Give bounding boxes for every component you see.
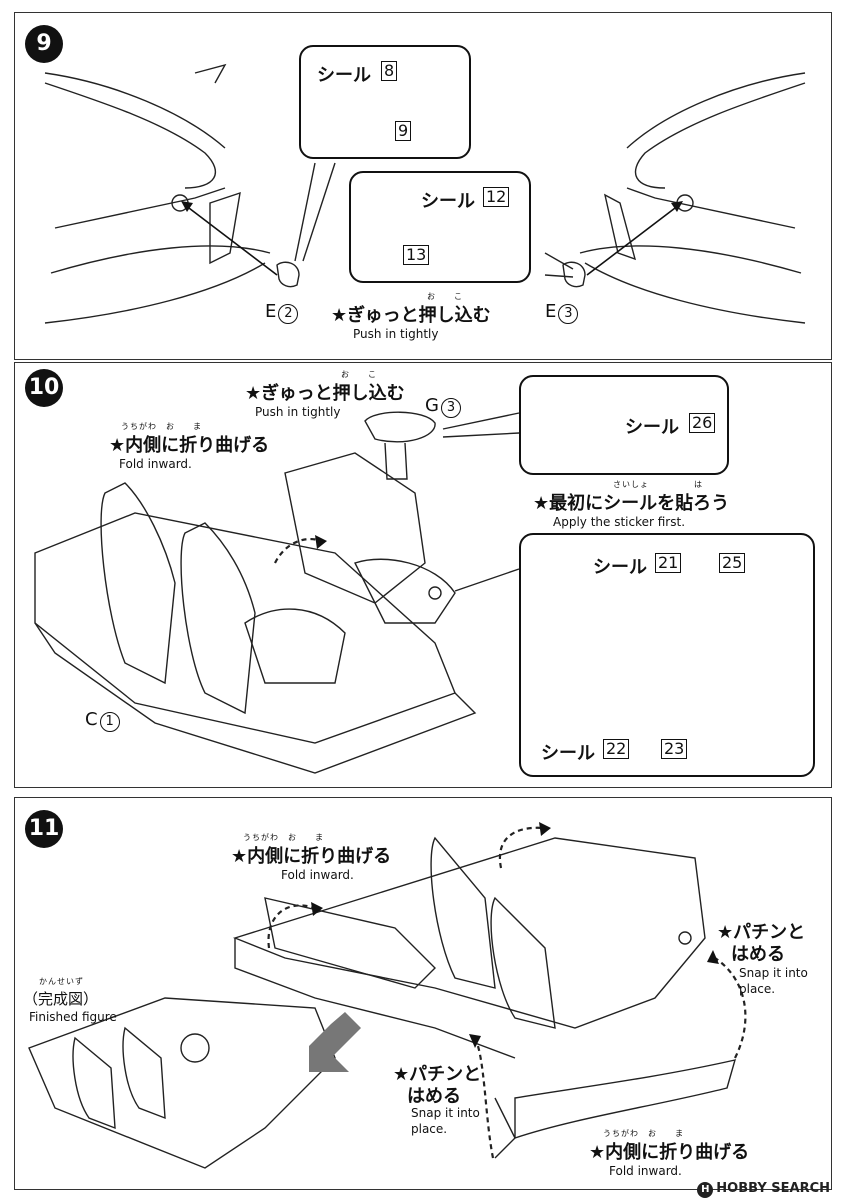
sticker-label: シール (593, 557, 647, 578)
sticker-number-box: 8 (379, 61, 398, 81)
step-number-11: 11 (25, 810, 63, 848)
instruction-jp: ★ぎゅっと押し込む (245, 383, 405, 404)
part-number: 2 (278, 304, 299, 324)
sticker-label: シール (625, 417, 679, 438)
watermark-mark: H (697, 1182, 714, 1198)
part-number: 3 (440, 398, 461, 418)
sticker-number-box: 12 (481, 187, 510, 207)
part-letter: G (425, 395, 439, 416)
part-letter: E (265, 301, 277, 322)
sticker-23: 23 (661, 739, 688, 759)
step-10-panel: 10 お こ ★ぎゅっと押し込む Push in tightly うちがわ お … (14, 362, 832, 788)
sticker-number-box: 23 (659, 739, 688, 759)
instruction-en: place. (411, 1122, 448, 1136)
step-number-9: 9 (25, 25, 63, 63)
sticker-label: シール (317, 65, 371, 86)
instruction-jp: ★内側に折り曲げる (109, 435, 270, 456)
instruction-jp: ★パチンと (717, 922, 806, 943)
furigana: うちがわ お ま (603, 1129, 684, 1138)
step-11-panel: 11 うちがわ お ま ★内側に折り曲げる Fold inward. ★パチンと… (14, 797, 832, 1190)
instruction-en: Fold inward. (609, 1164, 682, 1178)
instruction-jp: ★最初にシールを貼ろう (533, 493, 730, 514)
part-number: 3 (558, 304, 579, 324)
sticker-number-box: 25 (717, 553, 746, 573)
sticker-8: 8 (381, 61, 398, 81)
sticker-12: 12 (483, 187, 510, 207)
part-letter: E (545, 301, 557, 322)
instruction-jp: ★内側に折り曲げる (589, 1142, 750, 1163)
step-11-illustration (28, 822, 747, 1169)
sticker-25: 25 (719, 553, 746, 573)
watermark-text: HOBBY SEARCH (716, 1181, 830, 1196)
sticker-13: 13 (403, 245, 430, 265)
instruction-en: Push in tightly (353, 327, 439, 341)
sticker-number-box: 22 (601, 739, 630, 759)
instruction-en: Snap it into (739, 966, 808, 980)
furigana: うちがわ お ま (121, 422, 202, 431)
part-number: 1 (99, 712, 120, 732)
furigana: かんせいず (39, 977, 84, 986)
sticker-number-box: 26 (687, 413, 716, 433)
furigana: うちがわ お ま (243, 833, 324, 842)
instruction-en: Snap it into (411, 1106, 480, 1120)
part-letter: C (85, 709, 98, 730)
instruction-jp: ★パチンと (393, 1064, 482, 1085)
steering-sticker-callout: シール 26 (519, 375, 729, 475)
instruction-jp: はめる (731, 944, 785, 965)
finished-figure-jp: （完成図） (23, 990, 99, 1008)
sticker-21: 21 (655, 553, 682, 573)
instruction-jp: ★内側に折り曲げる (231, 846, 392, 867)
sticker-26: 26 (689, 413, 716, 433)
sticker-label: シール (541, 743, 595, 764)
sticker-number-box: 21 (653, 553, 682, 573)
furigana: お こ (427, 292, 463, 301)
instruction-en: Push in tightly (255, 405, 341, 419)
instruction-en: Apply the sticker first. (553, 515, 686, 529)
sticker-9: 9 (395, 121, 412, 141)
sticker-label: シール (421, 191, 475, 212)
instruction-en: place. (739, 982, 776, 996)
sticker-number-box: 13 (401, 245, 430, 265)
step-number-10: 10 (25, 369, 63, 407)
sticker-callout-right: シール 12 13 (349, 171, 531, 283)
sticker-number-box: 9 (393, 121, 412, 141)
sticker-22: 22 (603, 739, 630, 759)
instruction-jp: ★ぎゅっと押し込む (331, 305, 491, 326)
instruction-jp: はめる (407, 1086, 461, 1107)
instruction-en: Fold inward. (119, 457, 192, 471)
furigana: さいしょ は (613, 480, 703, 489)
sticker-callout-left: シール 8 9 (299, 45, 471, 159)
dashboard-sticker-callout: シール 21 25 シール 22 23 (519, 533, 815, 777)
instruction-en: Fold inward. (281, 868, 354, 882)
furigana: お こ (341, 370, 377, 379)
finished-figure-en: Finished figure (29, 1010, 117, 1024)
